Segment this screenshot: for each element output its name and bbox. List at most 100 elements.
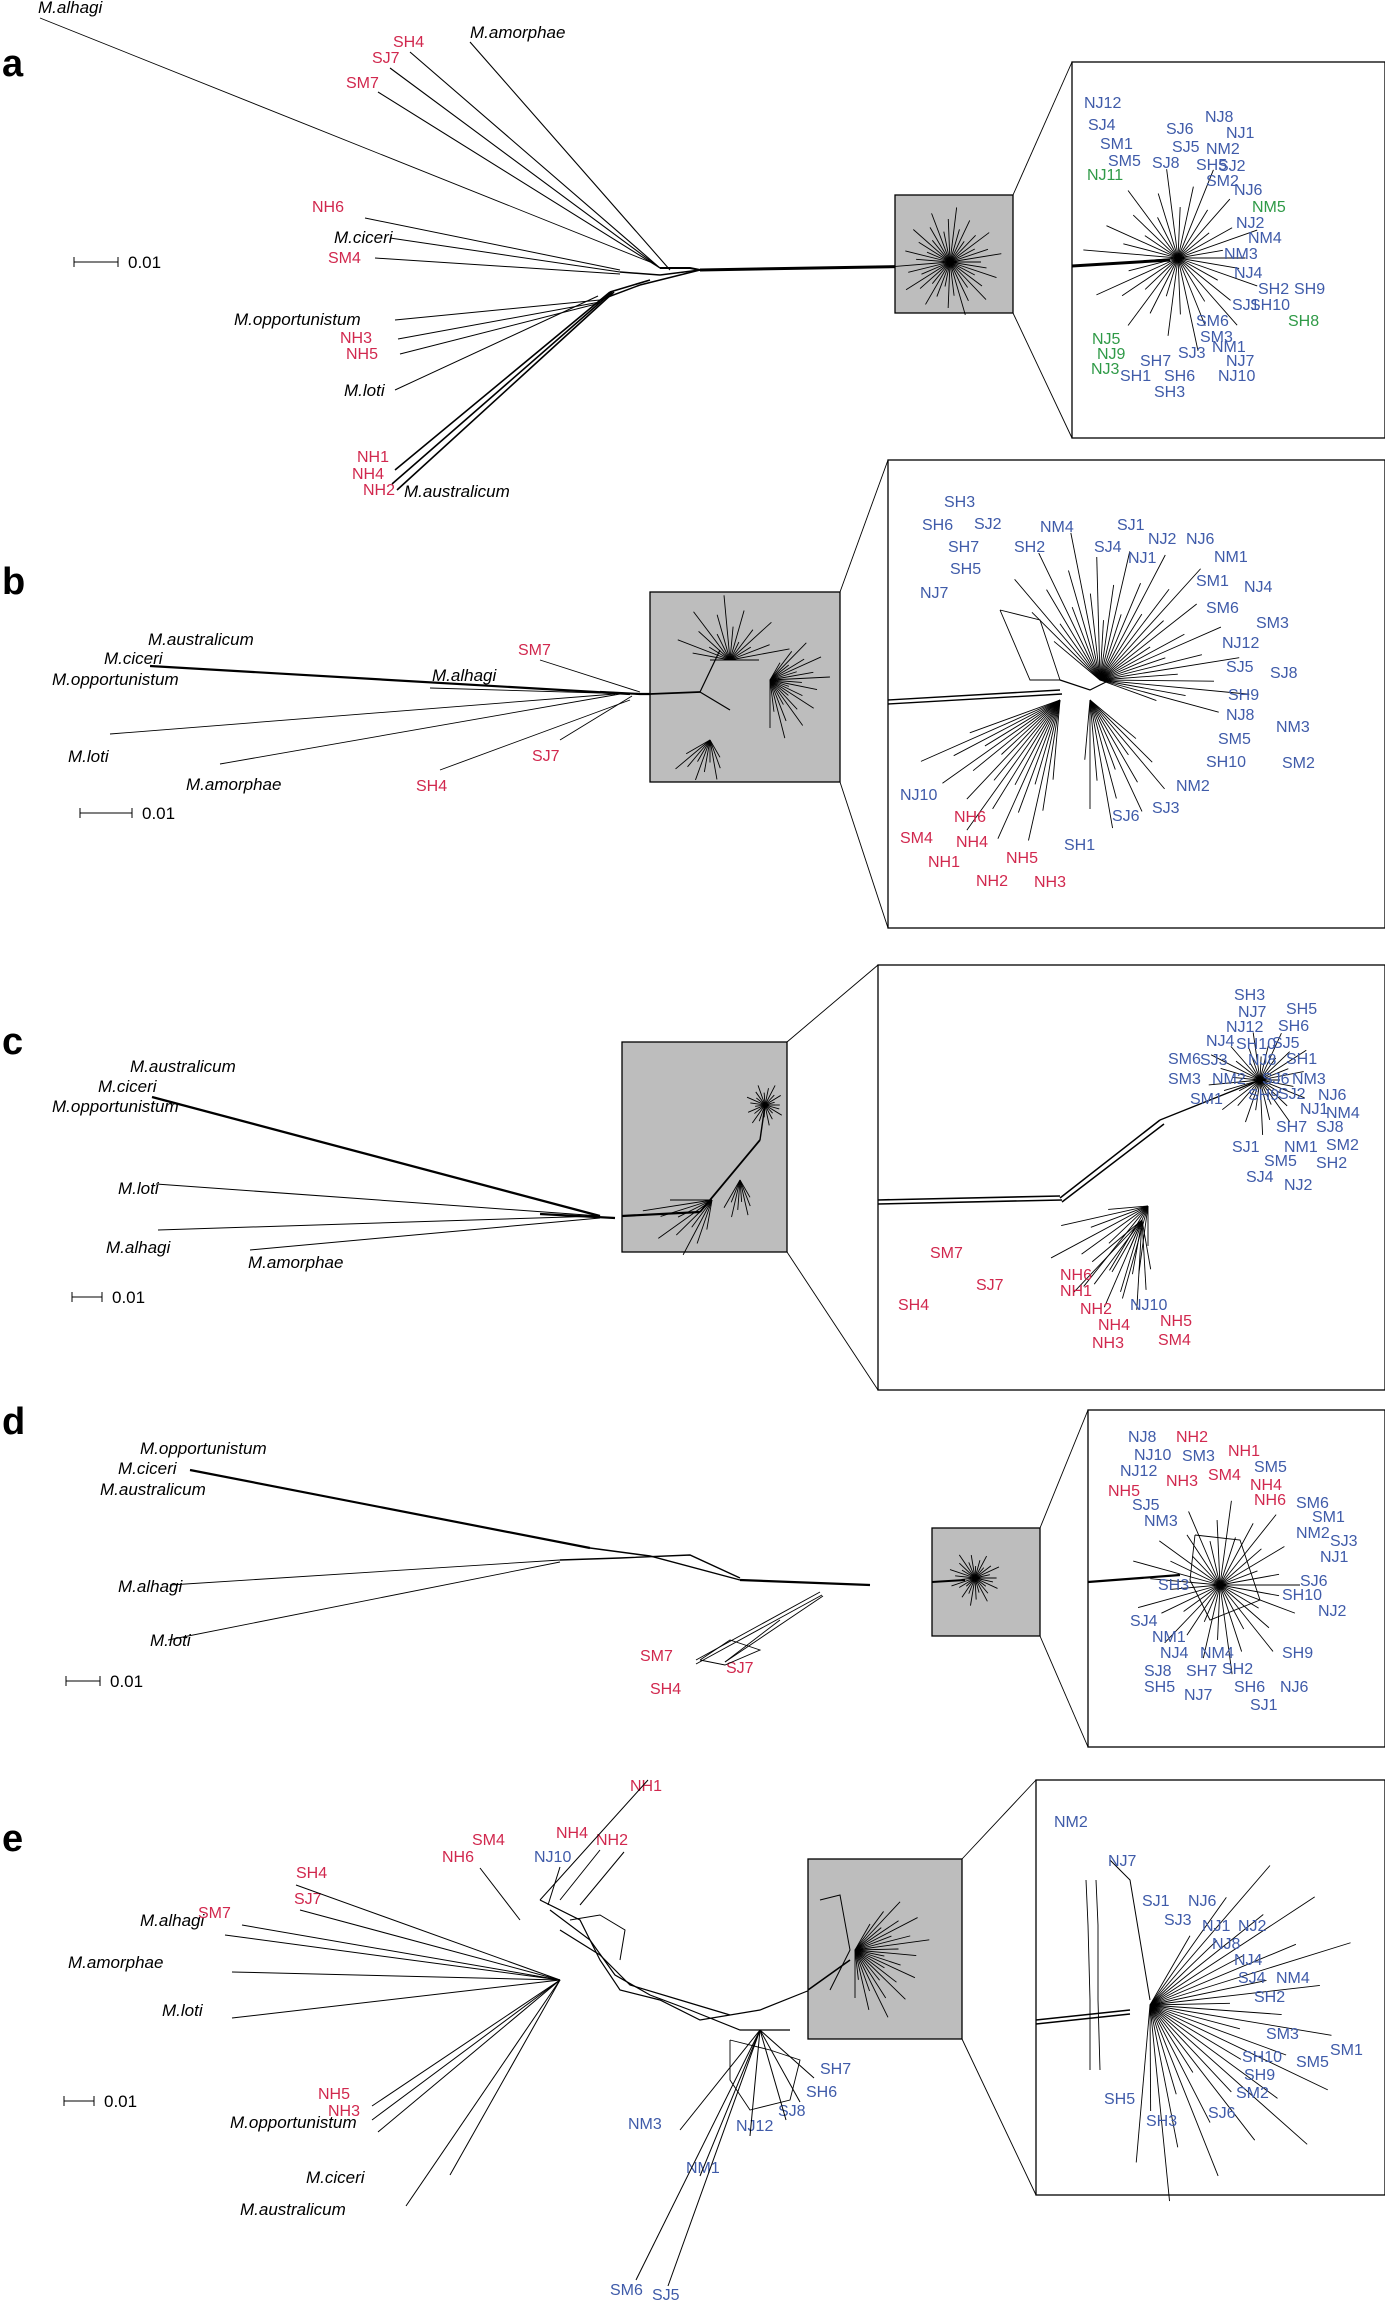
inset-branch [1249, 1062, 1261, 1081]
branch [547, 1866, 561, 1906]
inset-branch [1052, 699, 1061, 780]
branch [439, 699, 631, 771]
inset-strain-label: NJ12 [1120, 1463, 1157, 1480]
zoom-branch [769, 679, 803, 697]
inset-strain-label: SJ5 [1272, 1035, 1300, 1052]
inset-branch [966, 699, 1061, 800]
zoom-branch [764, 1085, 776, 1106]
branch [589, 1547, 741, 1581]
zoom-branch [854, 1949, 889, 2018]
branch [699, 2029, 761, 2177]
inset-branch [1089, 699, 1143, 812]
inset-branch [1217, 1584, 1221, 1640]
inset-strain-label: SM1 [1196, 573, 1229, 590]
inset-strain-label: SH5 [1286, 1001, 1317, 1018]
inset-branch [877, 1195, 1061, 1201]
zoom-branch [757, 1085, 766, 1106]
inset-branch [1099, 654, 1203, 681]
zoom-branch [968, 1577, 976, 1594]
inset-strain-label: SH6 [922, 517, 953, 534]
branch [724, 1619, 781, 1663]
zoom-branch [854, 1901, 901, 1951]
inset-strain-label: NJ2 [1148, 531, 1177, 548]
inset-strain-label: SM5 [1218, 731, 1251, 748]
inset-strain-label: NJ12 [1084, 95, 1121, 112]
branch [539, 1779, 649, 1901]
zoom-branch [974, 1565, 992, 1579]
zoom-connector [1039, 1635, 1089, 1748]
inset-branch [1159, 1079, 1261, 1121]
inset-strain-label: NJ7 [1184, 1687, 1213, 1704]
zoom-branch [703, 739, 711, 773]
inset-strain-label: SH5 [1196, 157, 1227, 174]
zoom-branch [764, 1095, 781, 1106]
inset-strain-label: NM5 [1252, 199, 1286, 216]
inset-branch [1149, 2004, 1256, 2141]
zoom-branch [658, 1199, 713, 1239]
inset-branch [1090, 1205, 1149, 1228]
inset-branch [1108, 1205, 1149, 1210]
branch [219, 693, 621, 765]
branch [539, 659, 641, 693]
inset-strain-label: NJ4 [1234, 1952, 1263, 1969]
inset-strain-label: NJ4 [1234, 265, 1263, 282]
inset-branch [1089, 699, 1114, 829]
branch [667, 2029, 761, 2287]
species-label: M.opportunistum [52, 1097, 179, 1116]
inset-branch [1216, 1520, 1221, 1586]
inset-branch [1149, 1865, 1271, 2006]
inset-strain-label: NJ10 [1130, 1297, 1167, 1314]
inset-strain-label: NM2 [1206, 141, 1240, 158]
zoom-branch [854, 1949, 897, 1983]
branch [109, 693, 616, 735]
inset-strain-label: NJ12 [1226, 1019, 1263, 1036]
inset-branch [1053, 641, 1101, 681]
inset-branch [1089, 699, 1165, 790]
zoom-branch [854, 1949, 859, 1980]
inset-branch [993, 699, 1061, 781]
species-label: M.amorphae [248, 1253, 343, 1272]
inset-branch [1073, 1219, 1143, 1294]
inset-branch [1089, 593, 1101, 681]
zoom-branch [947, 219, 951, 263]
zoom-branch [974, 1567, 985, 1579]
inset-strain-label: NH6 [954, 809, 986, 826]
zoom-branch [918, 241, 951, 263]
inset-branch [1161, 1584, 1221, 1614]
inset-strain-label: SH6 [1164, 368, 1195, 385]
inset-strain-label: SM4 [900, 830, 933, 847]
species-label: M.alhagi [106, 1238, 171, 1257]
inset-branch [1237, 1079, 1261, 1106]
zoom-branch [739, 1179, 743, 1202]
inset-strain-label: NM4 [1276, 1970, 1310, 1987]
inset-branch [1034, 699, 1061, 785]
zoom-branch [677, 639, 731, 661]
inset-branch [1071, 606, 1101, 681]
inset-branch [1105, 257, 1179, 265]
inset-strain-label: SM3 [1182, 1448, 1215, 1465]
inset-branch [1252, 1032, 1261, 1081]
inset-branch [1149, 2004, 1332, 2036]
inset-strain-label: SJ4 [1088, 117, 1116, 134]
zoom-branch [895, 261, 951, 267]
strain-label: SJ7 [372, 50, 400, 67]
branch [609, 279, 651, 293]
branch [469, 41, 671, 271]
inset-branch [1046, 589, 1101, 681]
inset-branch [1233, 1076, 1261, 1081]
branch [39, 17, 651, 263]
inset-strain-label: SH5 [1104, 2091, 1135, 2108]
inset-branch [1259, 1056, 1262, 1081]
branch [559, 1554, 741, 1579]
inset-strain-label: NJ6 [1280, 1679, 1309, 1696]
zoom-branch [759, 1104, 766, 1141]
species-label: M.australicum [240, 2200, 346, 2219]
inset-strain-label: NJ4 [1244, 579, 1273, 596]
inset-branch [1149, 2004, 1287, 2056]
inset-branch [1120, 1219, 1143, 1292]
inset-branch [997, 699, 1061, 839]
inset-strain-label: NH5 [1108, 1483, 1140, 1500]
strain-label: NH4 [556, 1825, 588, 1842]
inset-strain-label: NJ10 [900, 787, 937, 804]
inset-strain-label: SM4 [1208, 1467, 1241, 1484]
